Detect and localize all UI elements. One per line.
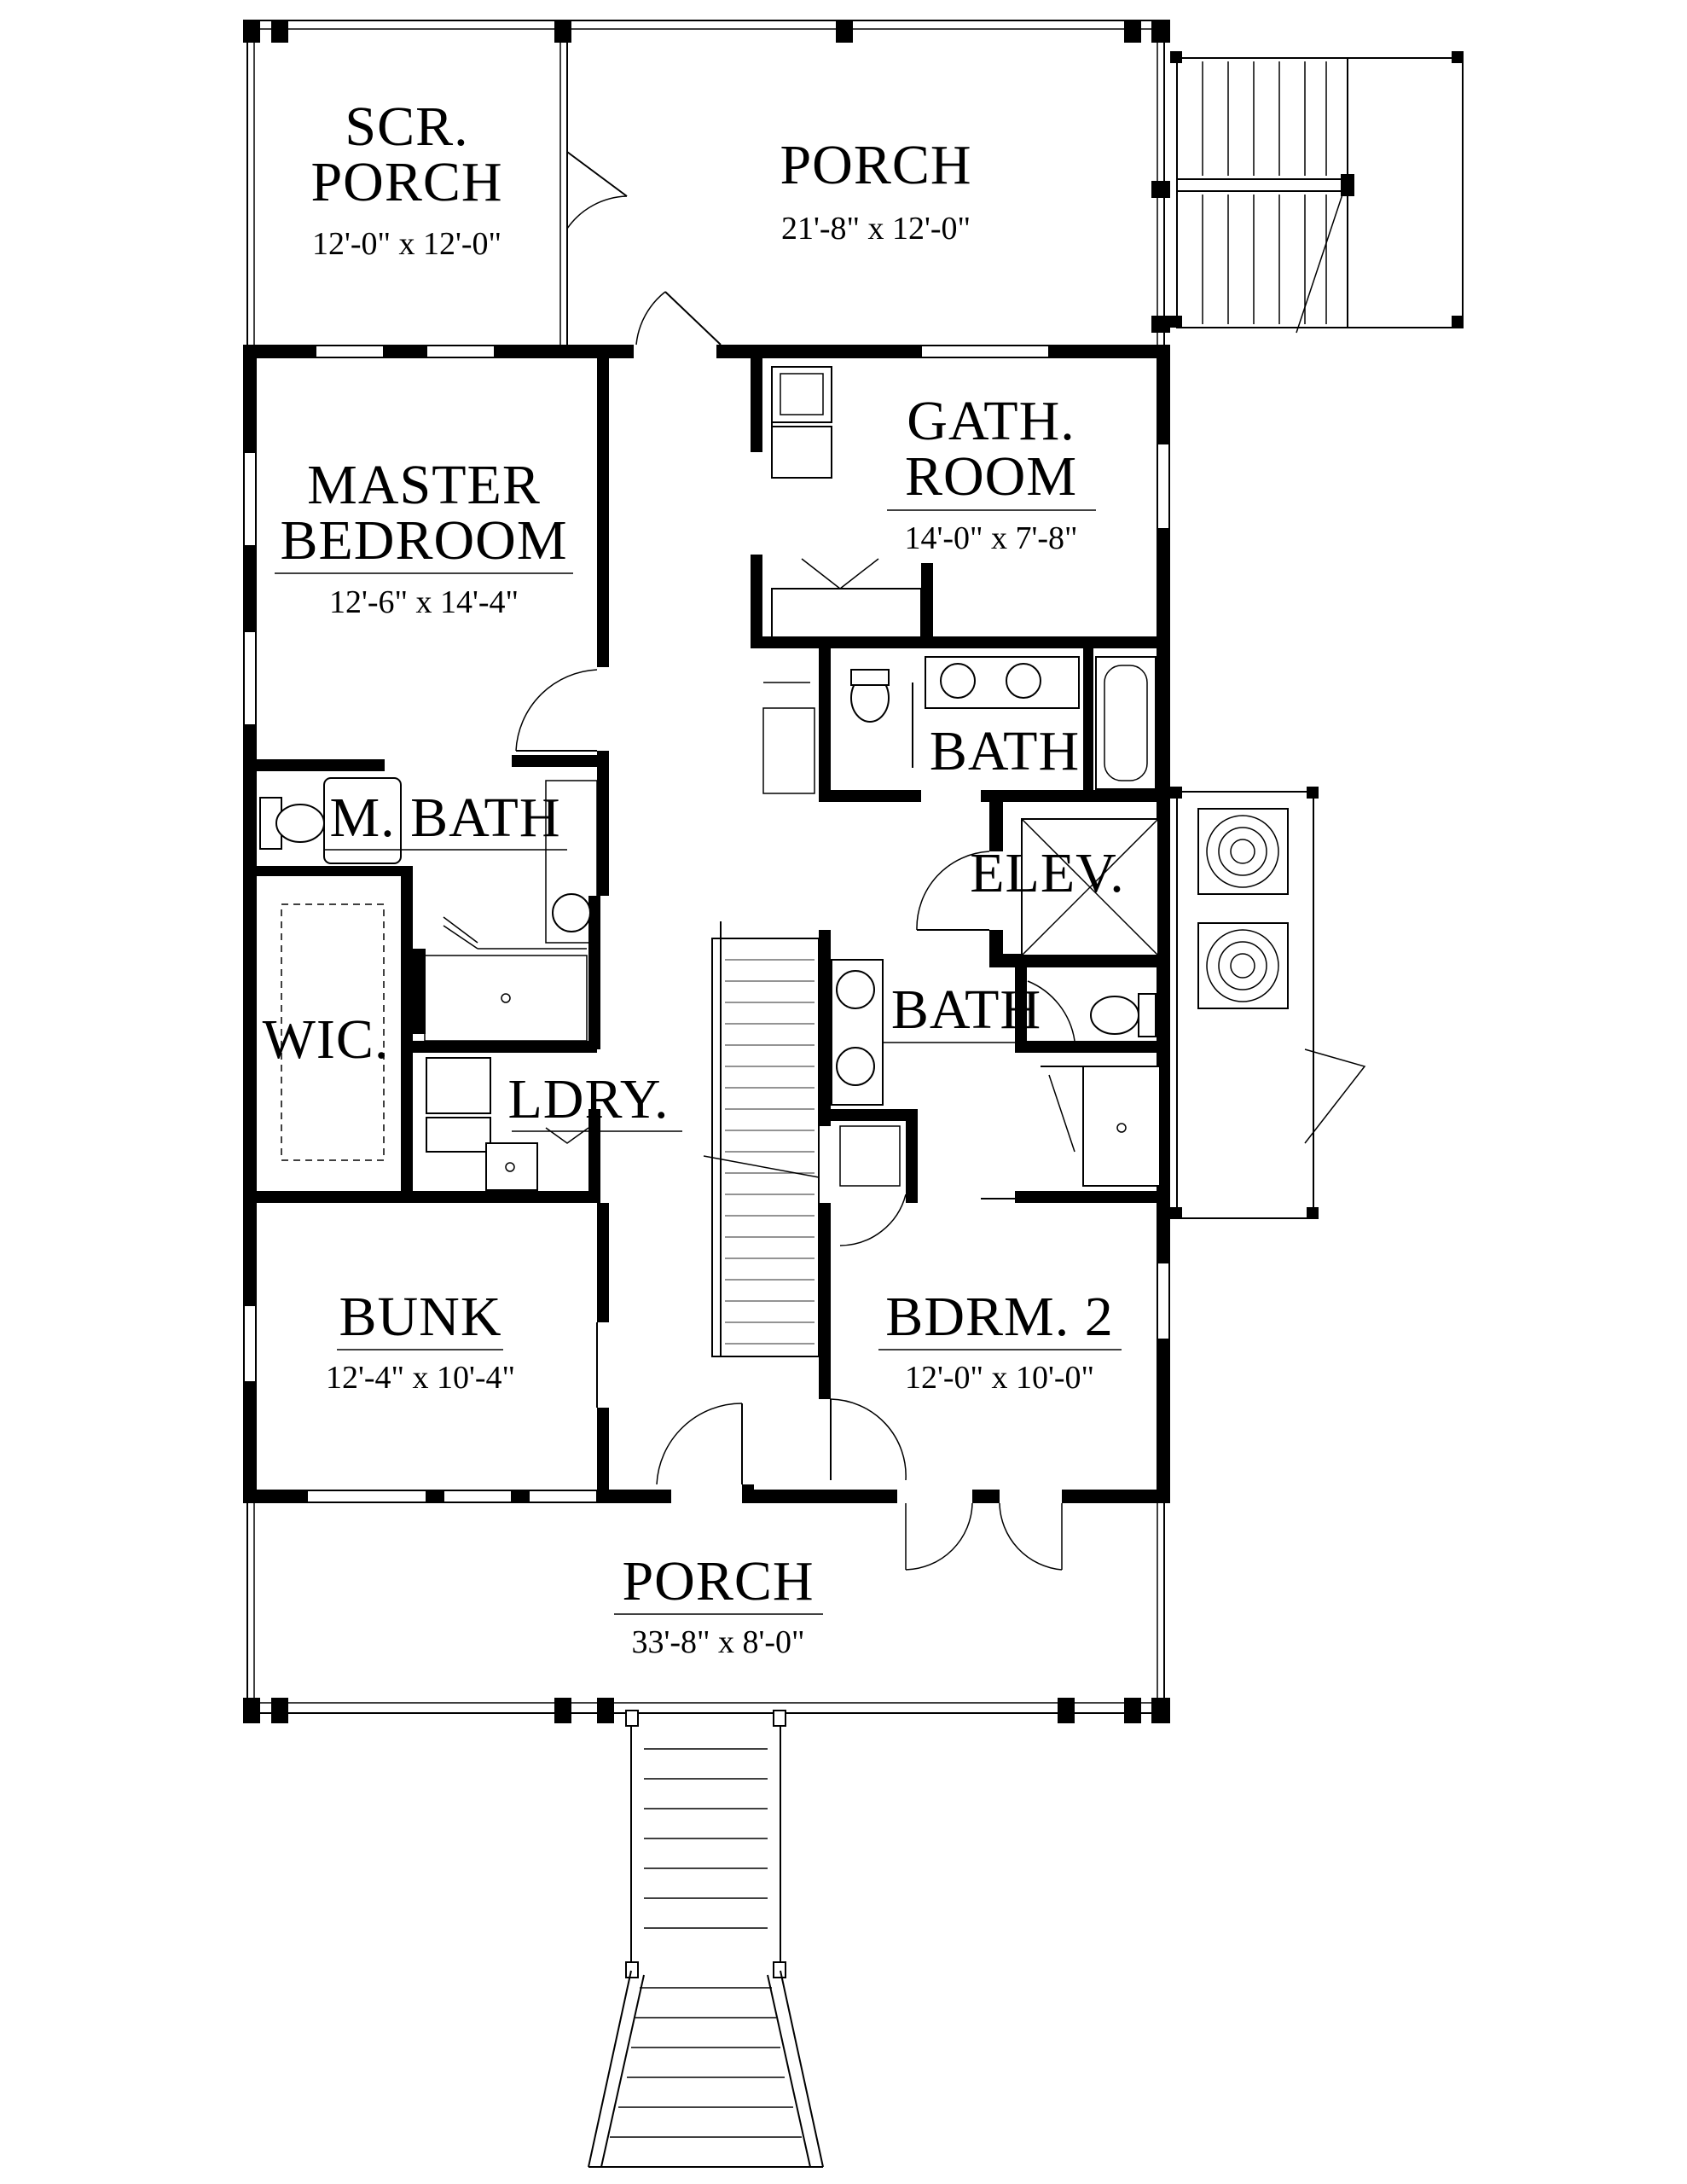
front-porch-structure bbox=[243, 1503, 1170, 1723]
fixtures bbox=[259, 366, 1161, 1199]
m-bath-name: M. BATH bbox=[329, 787, 560, 849]
master-label: MASTER BEDROOM 12'-6" x 14'-4" bbox=[275, 454, 573, 620]
rear-stair-treads bbox=[1202, 61, 1327, 324]
scr-porch-label: SCR. PORCH 12'-0" x 12'-0" bbox=[310, 96, 502, 262]
bunk-name: BUNK bbox=[339, 1286, 501, 1348]
front-porch-label: PORCH 33'-8" x 8'-0" bbox=[614, 1550, 823, 1660]
bdrm2-name: BDRM. 2 bbox=[885, 1286, 1113, 1348]
rear-porch-label: PORCH 21'-8" x 12'-0" bbox=[780, 134, 971, 247]
rear-porch-size: 21'-8" x 12'-0" bbox=[781, 211, 971, 247]
gath-room-name-line2: ROOM bbox=[905, 445, 1077, 508]
rear-porch-structure bbox=[243, 20, 1170, 358]
bath-lower-name: BATH bbox=[891, 979, 1041, 1041]
gath-room-name-line1: GATH. bbox=[907, 390, 1075, 452]
front-stair bbox=[588, 1710, 824, 2168]
mechanical-deck bbox=[1170, 787, 1366, 1219]
wic-name: WIC. bbox=[263, 1008, 390, 1071]
interior-stair-treads bbox=[725, 959, 815, 1345]
master-name-line1: MASTER bbox=[307, 454, 541, 516]
front-stair-treads bbox=[610, 1748, 802, 2138]
bdrm2-label: BDRM. 2 12'-0" x 10'-0" bbox=[878, 1286, 1122, 1396]
exterior-windows bbox=[243, 345, 1170, 1503]
door-swings bbox=[412, 558, 1075, 1571]
interior-stair bbox=[703, 921, 820, 1357]
rear-porch-name: PORCH bbox=[780, 134, 971, 196]
elev-name: ELEV. bbox=[970, 842, 1125, 904]
gath-room-size: 14'-0" x 7'-8" bbox=[904, 520, 1077, 556]
interior-walls bbox=[257, 358, 1170, 1503]
gath-room-label: GATH. ROOM 14'-0" x 7'-8" bbox=[887, 390, 1096, 556]
ldry-name: LDRY. bbox=[507, 1068, 669, 1130]
scr-porch-name-line1: SCR. bbox=[345, 96, 468, 158]
bunk-size: 12'-4" x 10'-4" bbox=[326, 1360, 515, 1396]
front-porch-name: PORCH bbox=[622, 1550, 814, 1612]
bath-upper-name: BATH bbox=[930, 720, 1080, 782]
scr-porch-size: 12'-0" x 12'-0" bbox=[312, 226, 501, 262]
bdrm2-size: 12'-0" x 10'-0" bbox=[905, 1360, 1094, 1396]
master-size: 12'-6" x 14'-4" bbox=[329, 584, 519, 620]
master-name-line2: BEDROOM bbox=[280, 509, 567, 572]
scr-porch-name-line2: PORCH bbox=[310, 151, 502, 213]
room-labels: SCR. PORCH 12'-0" x 12'-0" PORCH 21'-8" … bbox=[263, 96, 1125, 1660]
rear-stair bbox=[1170, 51, 1464, 334]
front-porch-size: 33'-8" x 8'-0" bbox=[631, 1624, 804, 1660]
bunk-label: BUNK 12'-4" x 10'-4" bbox=[326, 1286, 515, 1396]
